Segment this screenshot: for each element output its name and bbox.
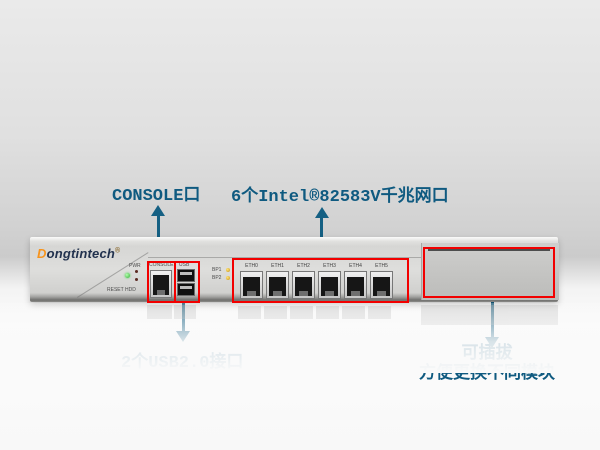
bp2-led: [226, 276, 230, 280]
eth-rj45-tab: [325, 291, 334, 296]
eth-port-label: ETH1: [271, 263, 284, 269]
eth-rj45-tab: [247, 291, 256, 296]
console-annotation-label: CONSOLE口: [112, 187, 201, 206]
reset-hdd-label: RESET HDD: [107, 287, 136, 293]
eth-rj45-tab: [351, 291, 360, 296]
power-led: [125, 273, 130, 278]
eth-port: ETH1: [266, 263, 289, 301]
bp2-led-label: BP2: [212, 275, 222, 281]
usb-port-top: [177, 269, 195, 282]
brand-logo-initial: D: [37, 246, 47, 261]
eth-rj45-port: [318, 271, 341, 299]
status-led-1: [135, 270, 138, 273]
reflection-fade: [0, 303, 600, 373]
eth-highlight-box: ETH0 ETH1: [232, 258, 409, 303]
eth-port-label: ETH2: [297, 263, 310, 269]
brand-logo-rest: ongtintech: [46, 246, 116, 261]
eth-port: ETH2: [292, 263, 315, 301]
usb-tongue: [180, 272, 192, 275]
console-rj45-tab: [157, 290, 165, 295]
eth-arrow-head-icon: [315, 207, 329, 218]
eth-rj45-tab: [377, 291, 386, 296]
eth-port-label: ETH4: [349, 263, 362, 269]
eth-port-row: ETH0 ETH1: [234, 260, 407, 301]
registered-mark: ®: [115, 247, 121, 255]
usb-port-label: USB: [179, 262, 190, 268]
eth-annotation-label: 6个Intel®82583V千兆网口: [231, 188, 449, 207]
eth-port: ETH4: [344, 263, 367, 301]
console-arrow-head-icon: [151, 205, 165, 216]
eth-rj45-port: [240, 271, 263, 299]
eth-port-label: ETH0: [245, 263, 258, 269]
eth-port: ETH0: [240, 263, 263, 301]
console-rj45-port: [150, 270, 172, 298]
eth-port-label: ETH5: [375, 263, 388, 269]
brand-logo: Dongtintech®: [37, 246, 120, 261]
eth-port: ETH3: [318, 263, 341, 301]
module-highlight-box: [423, 247, 555, 298]
eth-rj45-tab: [299, 291, 308, 296]
bp1-led: [226, 268, 230, 272]
eth-rj45-port: [266, 271, 289, 299]
eth-rj45-port: [370, 271, 393, 299]
eth-rj45-port: [344, 271, 367, 299]
usb-tongue: [180, 286, 192, 289]
eth-rj45-port: [292, 271, 315, 299]
console-port-label: CONSOLE: [149, 262, 174, 268]
panel-seam: [148, 257, 558, 258]
network-appliance-front-panel: Dongtintech® PWR RESET HDD CONSOLE USB B…: [30, 237, 559, 303]
bp1-led-label: BP1: [212, 267, 222, 273]
usb-highlight-box: [174, 261, 200, 303]
module-slot-groove: [428, 249, 550, 251]
pluggable-module-bay: [421, 243, 559, 300]
status-led-2: [135, 278, 138, 281]
pwr-led-label: PWR: [129, 263, 141, 269]
eth-port-label: ETH3: [323, 263, 336, 269]
console-highlight-box: [147, 261, 176, 303]
eth-rj45-tab: [273, 291, 282, 296]
usb-port-bottom: [177, 283, 195, 296]
eth-port: ETH5: [370, 263, 393, 301]
